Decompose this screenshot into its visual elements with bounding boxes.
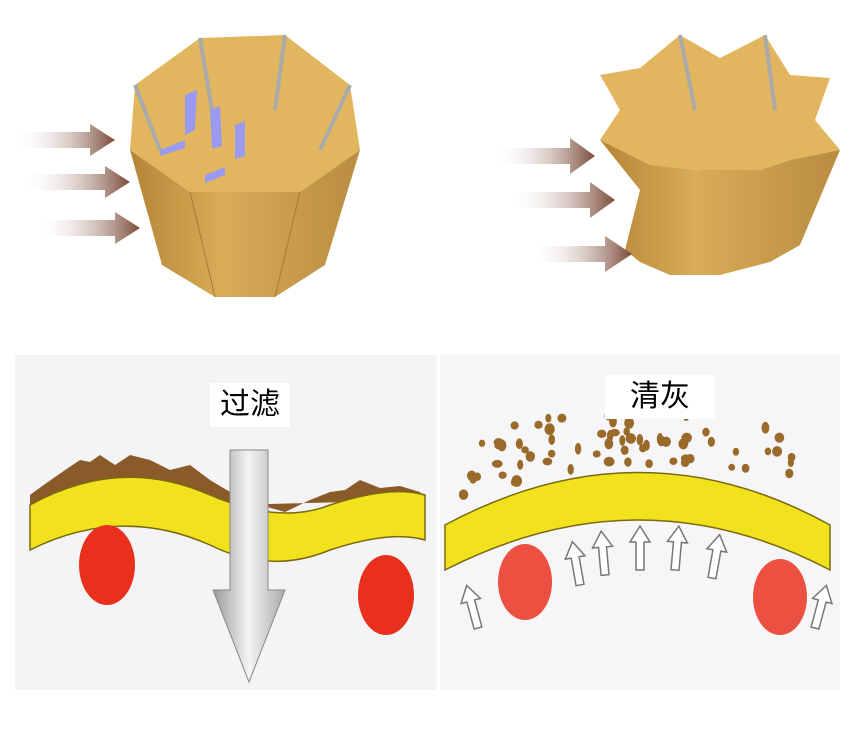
dust-particle bbox=[468, 471, 478, 484]
dust-particle bbox=[574, 442, 582, 455]
dust-particle bbox=[609, 428, 620, 437]
dust-particle bbox=[764, 447, 772, 456]
dust-particle bbox=[547, 449, 556, 458]
filter-media-arc bbox=[444, 471, 831, 572]
up-arrow-icon bbox=[666, 524, 689, 572]
dust-particle bbox=[619, 435, 626, 446]
dust-particle bbox=[510, 421, 519, 430]
up-arrow-icon bbox=[705, 533, 728, 580]
dust-particle bbox=[604, 437, 614, 450]
filter-media-band bbox=[29, 476, 426, 563]
dust-particle bbox=[728, 463, 736, 471]
filter-label: 过滤 bbox=[210, 383, 290, 427]
dust-particle bbox=[592, 450, 601, 458]
clean-label: 清灰 bbox=[605, 375, 715, 419]
dust-particle bbox=[517, 459, 524, 470]
dust-particle bbox=[548, 434, 556, 445]
airflow-arrows-right bbox=[495, 138, 632, 272]
dust-particle bbox=[478, 439, 486, 448]
dust-particle bbox=[680, 454, 691, 463]
dust-particle bbox=[761, 421, 770, 434]
dust-particle bbox=[741, 463, 750, 473]
up-arrow-icon bbox=[810, 584, 834, 630]
dust-particle bbox=[636, 433, 644, 446]
dust-particle bbox=[515, 438, 523, 450]
dust-particle bbox=[661, 436, 671, 447]
dislodged-dust bbox=[458, 400, 796, 500]
filter-bag-cleaning bbox=[600, 34, 840, 275]
dust-particle bbox=[544, 423, 555, 436]
up-arrow-icon bbox=[459, 584, 483, 630]
support-cage-right bbox=[753, 559, 807, 635]
dust-particle bbox=[624, 417, 635, 429]
dust-particle bbox=[491, 459, 503, 468]
dust-particle bbox=[732, 447, 740, 456]
up-arrow-icon bbox=[591, 529, 614, 577]
dust-particle bbox=[772, 446, 783, 457]
dust-particle bbox=[510, 479, 518, 487]
dust-particles bbox=[160, 90, 245, 183]
dust-particle bbox=[678, 438, 689, 450]
dust-particle bbox=[557, 413, 567, 423]
dust-particle bbox=[707, 436, 715, 447]
dust-particle bbox=[620, 445, 629, 456]
dust-particle bbox=[785, 468, 794, 479]
support-cage-left bbox=[79, 525, 135, 605]
dust-particle bbox=[787, 452, 796, 462]
dust-particle bbox=[702, 427, 710, 437]
dust-particle bbox=[525, 451, 536, 462]
dust-particle bbox=[545, 413, 552, 423]
dust-particle bbox=[497, 439, 507, 452]
filter-flow-arrow bbox=[212, 449, 286, 684]
dust-particle bbox=[498, 471, 507, 479]
dust-particle bbox=[521, 446, 529, 454]
dust-particle bbox=[774, 432, 785, 443]
dust-particle bbox=[603, 456, 615, 467]
dust-particle bbox=[623, 427, 630, 436]
dust-particle bbox=[645, 459, 653, 469]
up-arrow-icon bbox=[628, 524, 652, 571]
pulse-air-arrows bbox=[459, 524, 834, 630]
support-cage-right bbox=[358, 555, 414, 635]
up-arrow-icon bbox=[564, 540, 587, 587]
dust-particle bbox=[624, 457, 632, 467]
dust-particle bbox=[597, 429, 607, 439]
support-cage-left bbox=[498, 544, 552, 620]
airflow-arrows-left bbox=[15, 124, 140, 244]
dust-particle bbox=[567, 463, 574, 475]
dust-particle bbox=[639, 444, 647, 453]
dust-particle bbox=[669, 457, 678, 465]
dust-particle bbox=[656, 433, 664, 446]
dust-particle bbox=[625, 433, 636, 444]
dust-particle bbox=[542, 457, 553, 466]
dust-particle bbox=[534, 420, 543, 429]
filter-bag-filtering bbox=[130, 34, 360, 298]
dust-particle bbox=[458, 489, 469, 500]
